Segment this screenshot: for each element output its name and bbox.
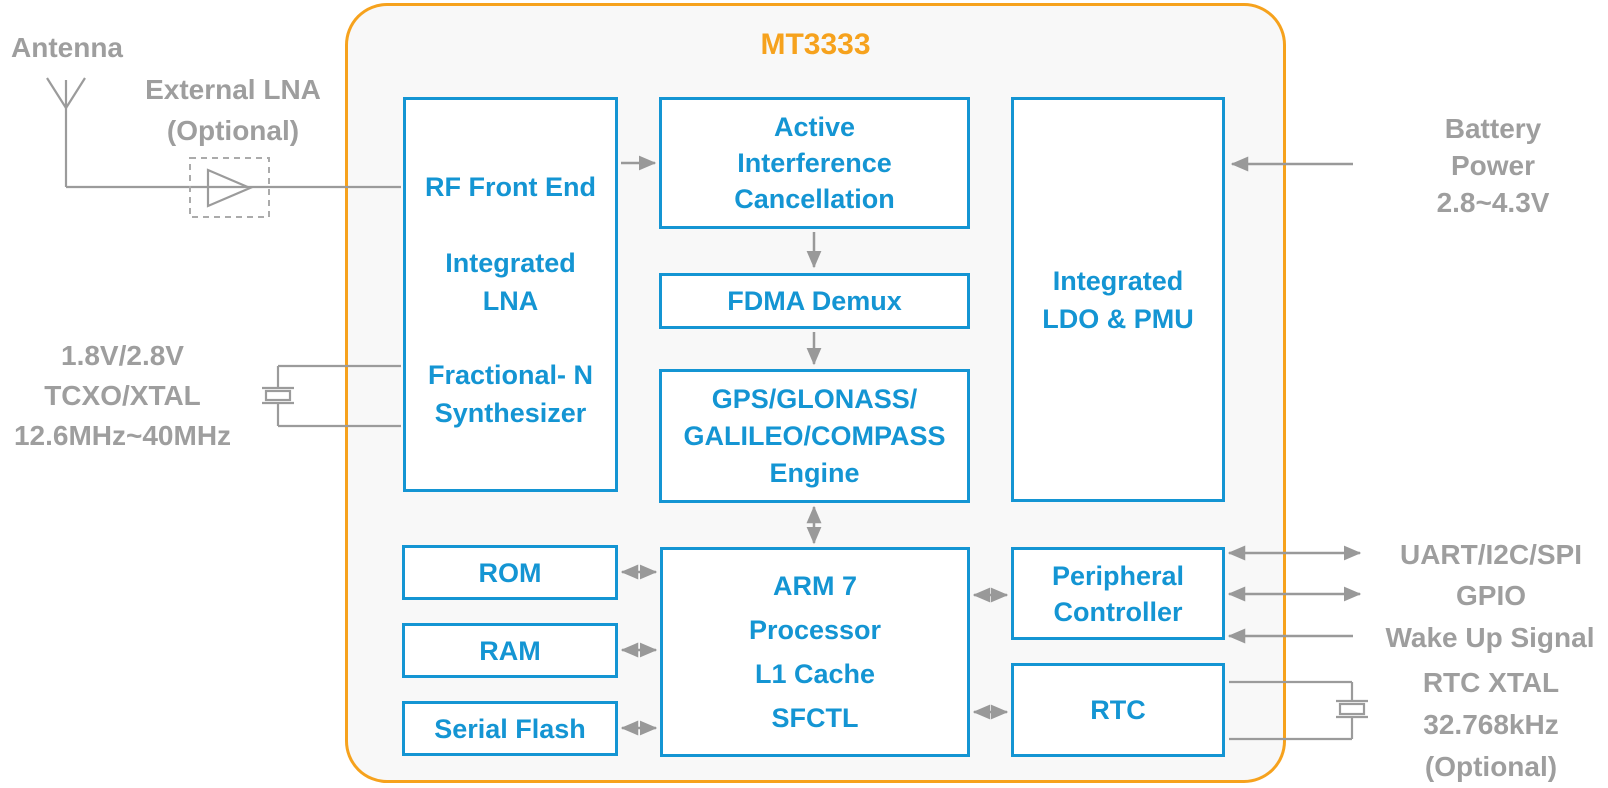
block-label: Active <box>773 112 856 142</box>
block-arm-processor: ARM 7 Processor L1 Cache SFCTL <box>660 547 970 757</box>
block-label: FDMA Demux <box>727 286 902 316</box>
label-line: UART/I2C/SPI <box>1399 539 1583 570</box>
external-lna-label: External LNA (Optional) <box>128 69 338 151</box>
block-label: Processor <box>748 615 882 645</box>
tcxo-crystal-icon <box>262 366 294 426</box>
block-label: GALILEO/COMPASS <box>683 420 946 451</box>
uart-i2c-spi-label: UART/I2C/SPI <box>1378 535 1604 575</box>
block-label: L1 Cache <box>754 659 876 689</box>
block-rf-front-end: RF Front End Integrated LNA Fractional- … <box>403 97 618 492</box>
block-label: SFCTL <box>771 703 859 733</box>
block-label: ARM 7 <box>772 571 857 601</box>
label-line: 32.768kHz <box>1423 709 1559 740</box>
label-line: (Optional) <box>166 115 300 146</box>
label-line: TCXO/XTAL <box>44 380 201 411</box>
label-line: (Optional) <box>1424 751 1558 782</box>
block-label: Integrated <box>1052 265 1184 296</box>
block-label: Fractional- N <box>427 360 594 390</box>
block-gnss-engine: GPS/GLONASS/ GALILEO/COMPASS Engine <box>659 369 970 503</box>
label-line: 2.8~4.3V <box>1436 187 1550 218</box>
label-line: 12.6MHz~40MHz <box>13 420 232 451</box>
battery-power-label: Battery Power 2.8~4.3V <box>1387 110 1599 221</box>
block-label: RF Front End <box>425 172 596 202</box>
tcxo-xtal-label: 1.8V/2.8V TCXO/XTAL 12.6MHz~40MHz <box>0 336 250 456</box>
rtc-xtal-label: RTC XTAL 32.768kHz (Optional) <box>1378 662 1604 788</box>
block-rom: ROM <box>402 545 618 600</box>
block-label: Serial Flash <box>434 713 586 744</box>
block-label: RAM <box>479 635 541 666</box>
antenna-label: Antenna <box>2 29 132 67</box>
wake-up-signal-label: Wake Up Signal <box>1372 618 1608 658</box>
block-active-interference-cancellation: Active Interference Cancellation <box>659 97 970 229</box>
label-line: GPIO <box>1455 580 1526 611</box>
block-label: GPS/GLONASS/ <box>711 383 918 414</box>
label-line: Antenna <box>11 32 123 63</box>
chip-title: MT3333 <box>760 28 871 61</box>
label-line: Battery <box>1444 113 1542 144</box>
rtc-crystal-icon <box>1336 682 1368 739</box>
block-label: Integrated <box>445 248 576 278</box>
block-integrated-ldo-pmu: Integrated LDO & PMU <box>1011 97 1225 502</box>
block-peripheral-controller: Peripheral Controller <box>1011 547 1225 640</box>
block-fdma-demux: FDMA Demux <box>659 273 970 329</box>
block-label: Controller <box>1053 596 1183 627</box>
amplifier-icon <box>206 168 253 208</box>
label-line: External LNA <box>145 74 321 105</box>
block-label: Interference <box>737 148 892 178</box>
antenna-icon <box>46 77 86 109</box>
label-line: Power <box>1450 150 1536 181</box>
label-line: RTC XTAL <box>1422 667 1560 698</box>
label-line: Wake Up Signal <box>1385 622 1595 653</box>
block-ram: RAM <box>402 623 618 678</box>
block-label: LDO & PMU <box>1042 303 1194 334</box>
block-label: RTC <box>1090 695 1146 725</box>
block-rtc: RTC <box>1011 663 1225 757</box>
block-label: Peripheral <box>1051 560 1185 591</box>
block-label: Engine <box>769 457 860 488</box>
block-label: Cancellation <box>734 184 895 214</box>
block-label: Synthesizer <box>434 398 587 428</box>
label-line: 1.8V/2.8V <box>61 340 184 371</box>
external-lna-box <box>189 157 270 218</box>
block-label: LNA <box>482 286 539 316</box>
block-label: ROM <box>478 557 542 588</box>
gpio-label: GPIO <box>1378 576 1604 616</box>
block-serial-flash: Serial Flash <box>402 701 618 756</box>
